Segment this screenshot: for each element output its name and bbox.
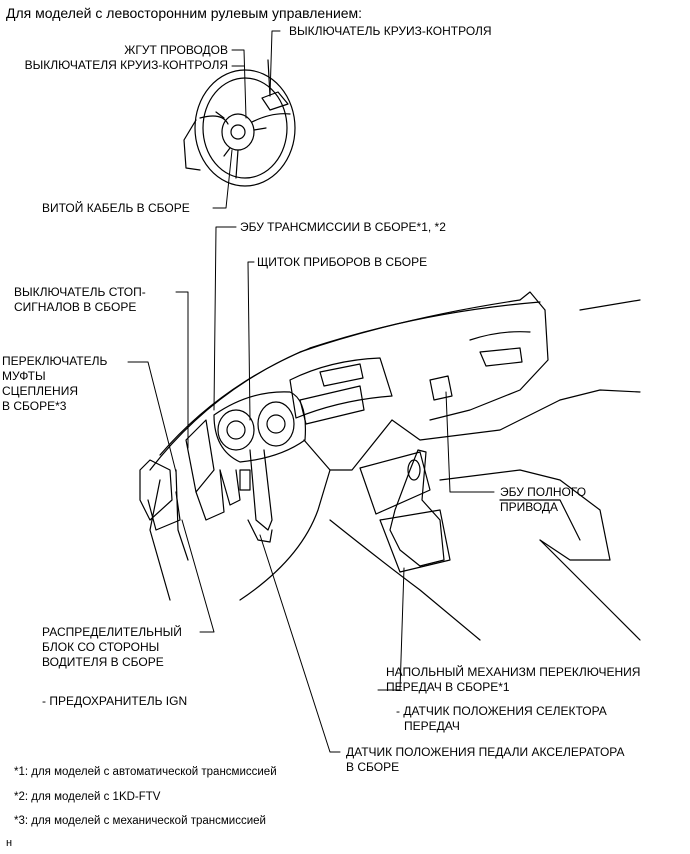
footnote-2: *2: для моделей с 1KD-FTV [14, 791, 161, 803]
label-cruise-switch: ВЫКЛЮЧАТЕЛЬ КРУИЗ-КОНТРОЛЯ [289, 24, 492, 38]
label-selector-sensor: - ДАТЧИК ПОЛОЖЕНИЯ СЕЛЕКТОРА ПЕРЕДАЧ [396, 704, 607, 733]
dashboard-drawing [139, 291, 641, 641]
corner-mark: н [6, 837, 13, 849]
label-wiring-harness: ЖГУТ ПРОВОДОВ ВЫКЛЮЧАТЕЛЯ КРУИЗ-КОНТРОЛЯ [24, 43, 228, 72]
label-transmission-ecu: ЭБУ ТРАНСМИССИИ В СБОРЕ*1, *2 [240, 220, 446, 234]
label-awd-ecu: ЭБУ ПОЛНОГО ПРИВОДА [500, 485, 587, 514]
label-stop-light-switch: ВЫКЛЮЧАТЕЛЬ СТОП- СИГНАЛОВ В СБОРЕ [14, 285, 146, 314]
footnote-1: *1: для моделей с автоматической трансми… [14, 766, 277, 778]
label-clutch-switch: ПЕРЕКЛЮЧАТЕЛЬ МУФТЫ СЦЕПЛЕНИЯ В СБОРЕ*3 [2, 354, 108, 413]
label-accel-pedal-sensor: ДАТЧИК ПОЛОЖЕНИЯ ПЕДАЛИ АКСЕЛЕРАТОРА В С… [346, 745, 625, 774]
label-junction-block: РАСПРЕДЕЛИТЕЛЬНЫЙ БЛОК СО СТОРОНЫ ВОДИТЕ… [42, 625, 182, 669]
page-title: Для моделей с левосторонним рулевым упра… [6, 5, 363, 21]
steering-wheel-drawing [183, 59, 296, 187]
label-instrument-cluster: ЩИТОК ПРИБОРОВ В СБОРЕ [257, 255, 428, 269]
label-spiral-cable: ВИТОЙ КАБЕЛЬ В СБОРЕ [42, 201, 190, 215]
leader-lines [127, 30, 495, 753]
footnote-3: *3: для моделей с механической трансмисс… [14, 815, 266, 827]
label-floor-shift: НАПОЛЬНЫЙ МЕХАНИЗМ ПЕРЕКЛЮЧЕНИЯ ПЕРЕДАЧ … [386, 665, 641, 694]
label-ign-fuse: - ПРЕДОХРАНИТЕЛЬ IGN [42, 694, 188, 708]
